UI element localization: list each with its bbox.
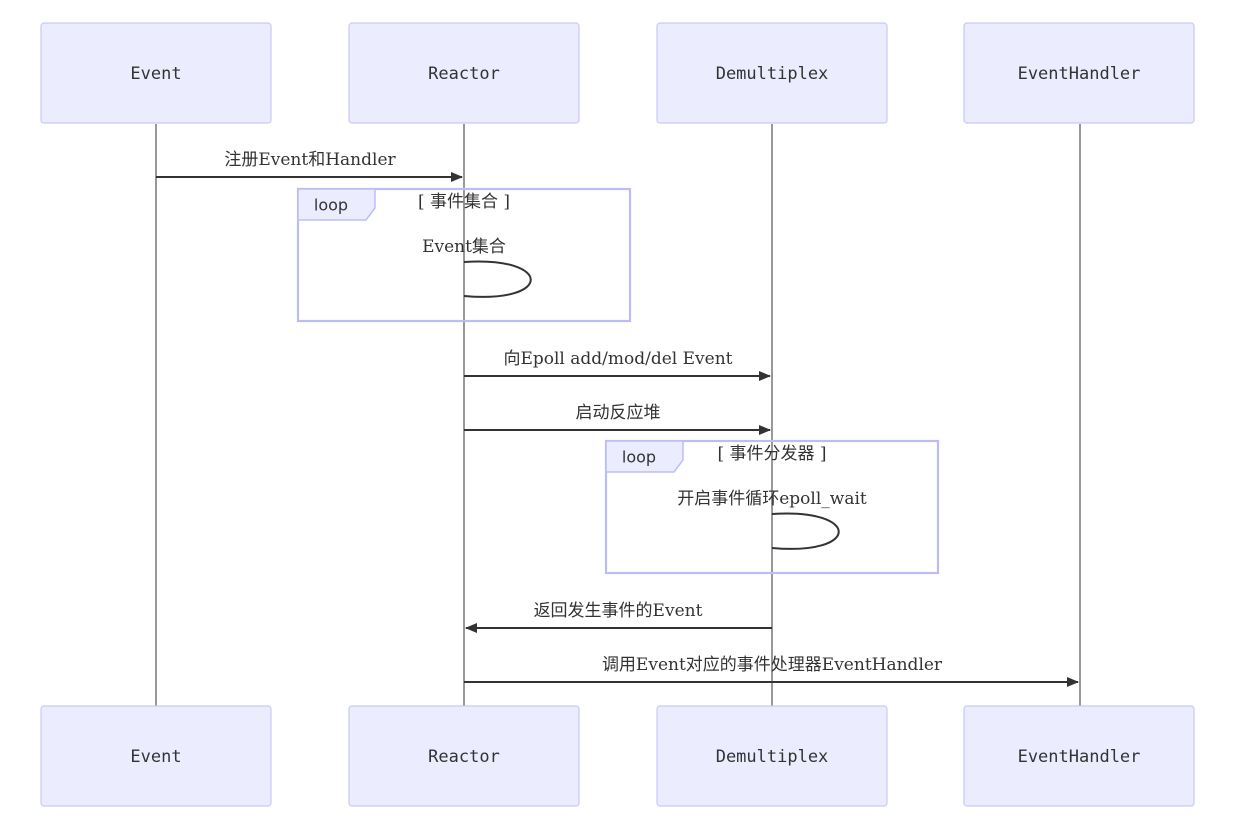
- actor-demultiplex-top: Demultiplex: [656, 22, 888, 124]
- loop-tab: [605, 440, 684, 473]
- loop-tab-label: loop: [622, 448, 656, 467]
- message-label: 返回发生事件的Event: [534, 601, 703, 621]
- message-start-reactor: 启动反应堆: [464, 403, 771, 435]
- actor-event-top: Event: [40, 22, 272, 124]
- message-register: 注册Event和Handler: [156, 150, 463, 182]
- message-return-event: 返回发生事件的Event: [465, 601, 772, 633]
- loop-frame-dispatcher: loop [ 事件分发器 ]: [604, 439, 940, 575]
- loop-box: [604, 439, 940, 575]
- actor-demultiplex-bottom: Demultiplex: [656, 705, 888, 807]
- loop-tab-label: loop: [314, 196, 348, 215]
- message-epoll-ctl: 向Epoll add/mod/del Event: [464, 349, 771, 381]
- message-label: 调用Event对应的事件处理器EventHandler: [602, 655, 943, 675]
- actor-label: Demultiplex: [716, 64, 829, 84]
- self-loop-arrow: [463, 260, 532, 298]
- message-call-handler: 调用Event对应的事件处理器EventHandler: [464, 655, 1079, 687]
- actor-event-bottom: Event: [40, 705, 272, 807]
- self-message-event-loop: 开启事件循环epoll_wait: [677, 489, 867, 550]
- actor-reactor-top: Reactor: [348, 22, 580, 124]
- message-label: 向Epoll add/mod/del Event: [503, 349, 732, 369]
- loop-title: [ 事件集合 ]: [418, 192, 510, 212]
- self-loop-arrow: [771, 512, 840, 550]
- loop-box: [296, 187, 632, 323]
- actor-label: EventHandler: [1018, 747, 1141, 767]
- loop-tab: [297, 188, 376, 221]
- actor-eventhandler-bottom: EventHandler: [963, 705, 1195, 807]
- actor-label: EventHandler: [1018, 64, 1141, 84]
- message-label: 开启事件循环epoll_wait: [677, 489, 867, 509]
- actor-reactor-bottom: Reactor: [348, 705, 580, 807]
- message-label: 启动反应堆: [576, 403, 661, 423]
- self-message-event-set: Event集合: [422, 237, 532, 298]
- actor-label: Event: [130, 747, 181, 767]
- actor-label: Reactor: [428, 64, 500, 84]
- actor-label: Event: [130, 64, 181, 84]
- message-label: 注册Event和Handler: [224, 150, 396, 170]
- loop-frame-event-set: loop [ 事件集合 ]: [296, 187, 632, 323]
- actor-eventhandler-top: EventHandler: [963, 22, 1195, 124]
- actor-label: Reactor: [428, 747, 500, 767]
- message-label: Event集合: [422, 237, 506, 257]
- actor-label: Demultiplex: [716, 747, 829, 767]
- loop-title: [ 事件分发器 ]: [717, 444, 826, 464]
